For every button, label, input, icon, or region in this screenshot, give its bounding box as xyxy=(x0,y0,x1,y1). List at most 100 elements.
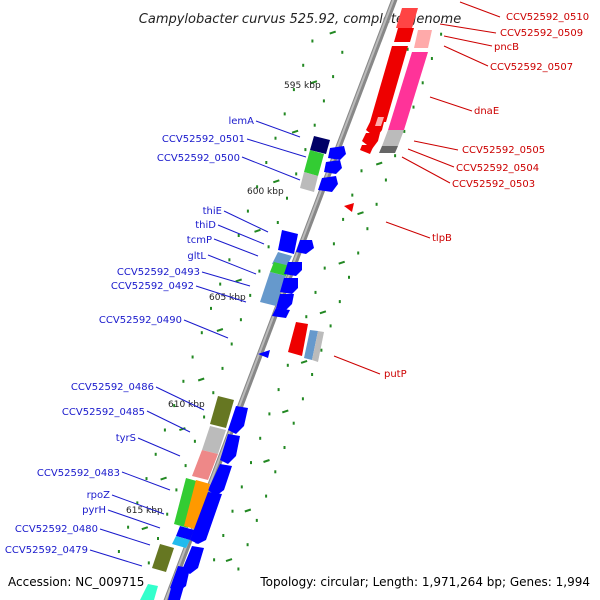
gene-label-dnaE[interactable]: dnaE xyxy=(474,106,499,117)
track-dot xyxy=(384,178,387,182)
gene-label-tyrS[interactable]: tyrS xyxy=(116,433,136,444)
gene-block-0509[interactable] xyxy=(414,30,432,48)
gene-label-rpoZ[interactable]: rpoZ xyxy=(87,490,111,501)
kbp-label-605: 605 kbp xyxy=(209,293,246,303)
gene-label-putP[interactable]: putP xyxy=(384,369,407,380)
gene-label-lemA[interactable]: lemA xyxy=(228,116,254,127)
dotted-guide-tracks xyxy=(117,32,443,571)
gene-block-0500[interactable] xyxy=(300,172,318,192)
gene-block-putP-c[interactable] xyxy=(312,331,324,362)
gene-label-thiE[interactable]: thiE xyxy=(203,206,222,217)
kbp-label-595: 595 kbp xyxy=(284,81,321,91)
gene-label-0507[interactable]: CCV52592_0507 xyxy=(490,62,573,73)
gene-block-0510b[interactable] xyxy=(394,28,414,42)
gene-block-putP-b[interactable] xyxy=(304,330,318,360)
gene-block-0486[interactable] xyxy=(210,396,234,428)
gene-label-0486[interactable]: CCV52592_0486 xyxy=(71,382,154,393)
gene-label-thiD[interactable]: thiD xyxy=(195,220,216,231)
gene-label-0492[interactable]: CCV52592_0492 xyxy=(111,281,194,292)
gene-arrow-bottom[interactable] xyxy=(168,584,184,600)
track-dot xyxy=(292,88,295,92)
gene-block-rpoZ[interactable] xyxy=(176,526,194,540)
gene-label-tlpB[interactable]: tlpB xyxy=(432,233,452,244)
gene-block-0505[interactable] xyxy=(382,130,404,146)
gene-label-0490[interactable]: CCV52592_0490 xyxy=(99,315,182,326)
gene-block-pncB[interactable] xyxy=(370,46,408,122)
gene-arrow-0492[interactable] xyxy=(276,294,294,310)
gene-label-0509[interactable]: CCV52592_0509 xyxy=(500,28,583,39)
track-tick xyxy=(179,427,186,432)
gene-arrow-pyrH[interactable] xyxy=(192,536,200,544)
gene-arrow-0492b[interactable] xyxy=(272,308,290,318)
gene-arrow-tlpB[interactable] xyxy=(344,203,354,212)
gene-label-0500[interactable]: CCV52592_0500 xyxy=(157,153,240,164)
gene-label-0504[interactable]: CCV52592_0504 xyxy=(456,163,539,174)
gene-label-0503[interactable]: CCV52592_0503 xyxy=(452,179,535,190)
gene-block-lemA[interactable] xyxy=(310,136,330,154)
gene-arrow-0501[interactable] xyxy=(324,160,342,174)
track-dot xyxy=(246,209,249,213)
genome-summary-text: Topology: circular; Length: 1,971,264 bp… xyxy=(259,575,590,589)
gene-block-0479[interactable] xyxy=(152,544,174,572)
gene-arrow-tyrS[interactable] xyxy=(208,464,232,496)
gene-block-0501[interactable] xyxy=(304,150,324,176)
gene-label-pyrH[interactable]: pyrH xyxy=(82,505,106,516)
gene-label-tcmP[interactable]: tcmP xyxy=(187,235,212,246)
gene-block-pyrH[interactable] xyxy=(172,536,190,548)
gene-label-gltL[interactable]: gltL xyxy=(187,251,206,262)
track-tick xyxy=(319,310,327,315)
gene-block-0483[interactable] xyxy=(184,480,210,530)
track-dot xyxy=(406,47,409,51)
gene-label-0493[interactable]: CCV52592_0493 xyxy=(117,267,200,278)
gene-arrow-0504b[interactable] xyxy=(362,133,380,149)
gene-label-0510[interactable]: CCV52592_0510 xyxy=(506,12,589,23)
track-tick xyxy=(254,228,261,233)
track-dot xyxy=(360,169,363,173)
gene-arrow-0503[interactable] xyxy=(360,145,374,154)
track-dot xyxy=(259,436,262,440)
track-dot xyxy=(375,202,378,206)
gene-label-0501[interactable]: CCV52592_0501 xyxy=(162,134,245,145)
gene-label-0483[interactable]: CCV52592_0483 xyxy=(37,468,120,479)
gene-arrow-0483[interactable] xyxy=(190,492,222,544)
gene-block-putP[interactable] xyxy=(288,322,308,356)
gene-block-bottom[interactable] xyxy=(140,584,158,600)
track-tick xyxy=(300,359,308,364)
gene-block-0510[interactable] xyxy=(396,8,418,28)
gene-arrow-0500[interactable] xyxy=(318,176,338,192)
gene-arrow-0486[interactable] xyxy=(228,406,248,434)
gene-block-0507[interactable] xyxy=(388,52,428,130)
track-tick xyxy=(235,278,243,283)
gene-label-0505[interactable]: CCV52592_0505 xyxy=(462,145,545,156)
track-dot xyxy=(258,269,261,273)
gene-arrow-0480[interactable] xyxy=(182,546,204,574)
gene-block-0493[interactable] xyxy=(260,272,286,306)
track-dot xyxy=(212,391,215,395)
track-dot xyxy=(249,293,252,297)
gene-label-0485[interactable]: CCV52592_0485 xyxy=(62,407,145,418)
gene-arrow-0490[interactable] xyxy=(258,350,270,358)
gene-arrow-0493[interactable] xyxy=(280,278,298,294)
track-dot xyxy=(237,234,240,237)
gene-block-tyrS[interactable] xyxy=(192,450,218,480)
track-dot xyxy=(292,421,295,425)
gene-block-0503[interactable] xyxy=(375,117,384,126)
gene-block-0485[interactable] xyxy=(202,426,226,454)
footer: Accession: NC_009715 Topology: circular;… xyxy=(8,575,590,589)
gene-label-pncB[interactable]: pncB xyxy=(494,42,519,53)
map-title: Campylobacter curvus 525.92, complete ge… xyxy=(139,12,461,27)
kbp-label-615: 615 kbp xyxy=(126,506,163,516)
gene-arrow-lemA[interactable] xyxy=(328,146,346,160)
right-strand-features xyxy=(288,8,432,362)
track-dot xyxy=(283,112,286,116)
gene-arrow-thiD[interactable] xyxy=(296,240,314,254)
gene-block-thiE[interactable] xyxy=(278,230,298,254)
gene-arrow-gltL[interactable] xyxy=(284,262,302,276)
track-dot xyxy=(286,196,288,200)
gene-label-0480[interactable]: CCV52592_0480 xyxy=(15,524,98,535)
track-dot xyxy=(301,397,304,401)
gene-arrow-0485[interactable] xyxy=(220,434,240,464)
gene-label-0479[interactable]: CCV52592_0479 xyxy=(5,545,88,556)
track-dot xyxy=(295,172,298,176)
